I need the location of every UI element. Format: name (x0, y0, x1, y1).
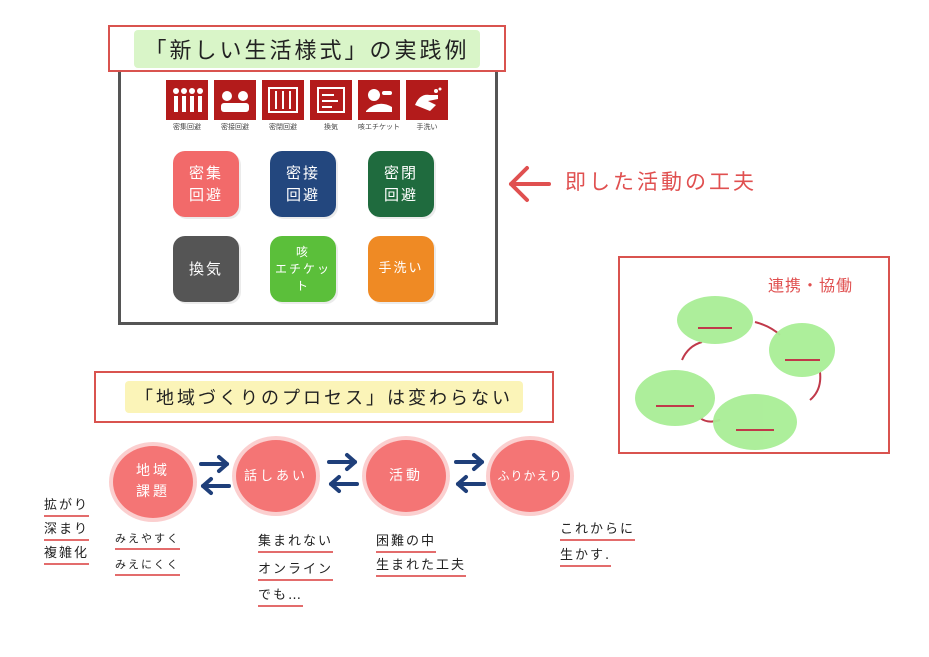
pictogram-caption: 密接回避 (221, 123, 249, 131)
note-complex: 複雑化 (44, 542, 90, 565)
pictogram-strip: 密集回避 密接回避 密閉回避 換気 咳エチケット 手洗い (160, 80, 460, 132)
tile-text: 回避 (285, 186, 320, 204)
note-make-use: 生かす. (560, 544, 612, 567)
handwashing-icon (406, 80, 448, 120)
bubble (713, 394, 797, 450)
crowd-icon (166, 80, 208, 120)
note-born-ideas: 生まれた工夫 (376, 554, 467, 577)
cough-etiquette-icon (358, 80, 400, 120)
pictogram-caption: 手洗い (416, 123, 438, 131)
collab-network-diagram (635, 296, 835, 450)
tile-text: 換気 (188, 260, 223, 278)
bidirectional-arrow-icon (327, 453, 359, 493)
tile-crowd-avoid: 密集回避 (173, 151, 239, 217)
pictogram-caption: 咳エチケット (358, 123, 400, 131)
bubble (769, 323, 835, 377)
process-title: 「地域づくりのプロセス」は変わらない (125, 381, 523, 413)
process-title-box: 「地域づくりのプロセス」は変わらない (94, 371, 554, 423)
note-online: オンライン (258, 558, 334, 581)
collab-title: 連携・協働 (768, 276, 854, 295)
tile-closed-avoid: 密閉回避 (368, 151, 434, 217)
tile-text: 回避 (188, 186, 223, 204)
tile-text: 密閉 (383, 164, 418, 182)
side-label: 即した活動の工夫 (565, 170, 757, 194)
bidirectional-arrow-icon (454, 453, 486, 493)
tile-text: 回避 (383, 186, 418, 204)
pictogram-caption: 密集回避 (173, 123, 201, 131)
ventilation-icon (310, 80, 352, 120)
note-visible: みえやすく (115, 530, 180, 550)
note-even: でも… (258, 584, 304, 607)
practice-title: 「新しい生活様式」の実践例 (134, 29, 480, 68)
note-amid-difficulty: 困難の中 (376, 530, 437, 553)
note-cannot-gather: 集まれない (258, 530, 334, 553)
step-text: ふりかえり (497, 468, 563, 483)
close-contact-icon (214, 80, 256, 120)
tile-cough-etiquette: 咳エチケット (270, 236, 336, 302)
closed-space-icon (262, 80, 304, 120)
practice-title-box: 「新しい生活様式」の実践例 (108, 25, 506, 72)
step-reflection: ふりかえり (490, 440, 570, 512)
step-activity: 活動 (366, 440, 446, 512)
collab-box (618, 256, 890, 454)
tile-ventilation: 換気 (173, 236, 239, 302)
bubble (635, 370, 715, 426)
tile-handwashing: 手洗い (368, 236, 434, 302)
tile-text: 密接 (285, 164, 320, 182)
bubble (677, 296, 753, 344)
tile-text: エチケット (274, 261, 331, 293)
step-text: 話しあい (243, 468, 308, 484)
bidirectional-arrow-icon (199, 455, 231, 495)
step-discussion: 話しあい (236, 440, 316, 512)
pictogram-caption: 密閉回避 (269, 123, 297, 131)
note-deepen: 深まり (44, 518, 90, 541)
note-invisible: みえにくく (115, 556, 180, 576)
arrow-left-icon (509, 166, 551, 202)
tile-contact-avoid: 密接回避 (270, 151, 336, 217)
step-text: 地域 (136, 463, 170, 479)
note-spread: 拡がり (44, 494, 90, 517)
tile-text: 咳 (295, 244, 310, 259)
tile-text: 手洗い (378, 261, 424, 276)
tile-text: 密集 (188, 164, 223, 182)
step-text: 課題 (136, 484, 170, 500)
note-future: これからに (560, 518, 636, 541)
practice-board (118, 50, 498, 325)
step-text: 活動 (389, 467, 423, 484)
step-community-issue: 地域課題 (113, 446, 193, 518)
pictogram-caption: 換気 (324, 123, 338, 131)
